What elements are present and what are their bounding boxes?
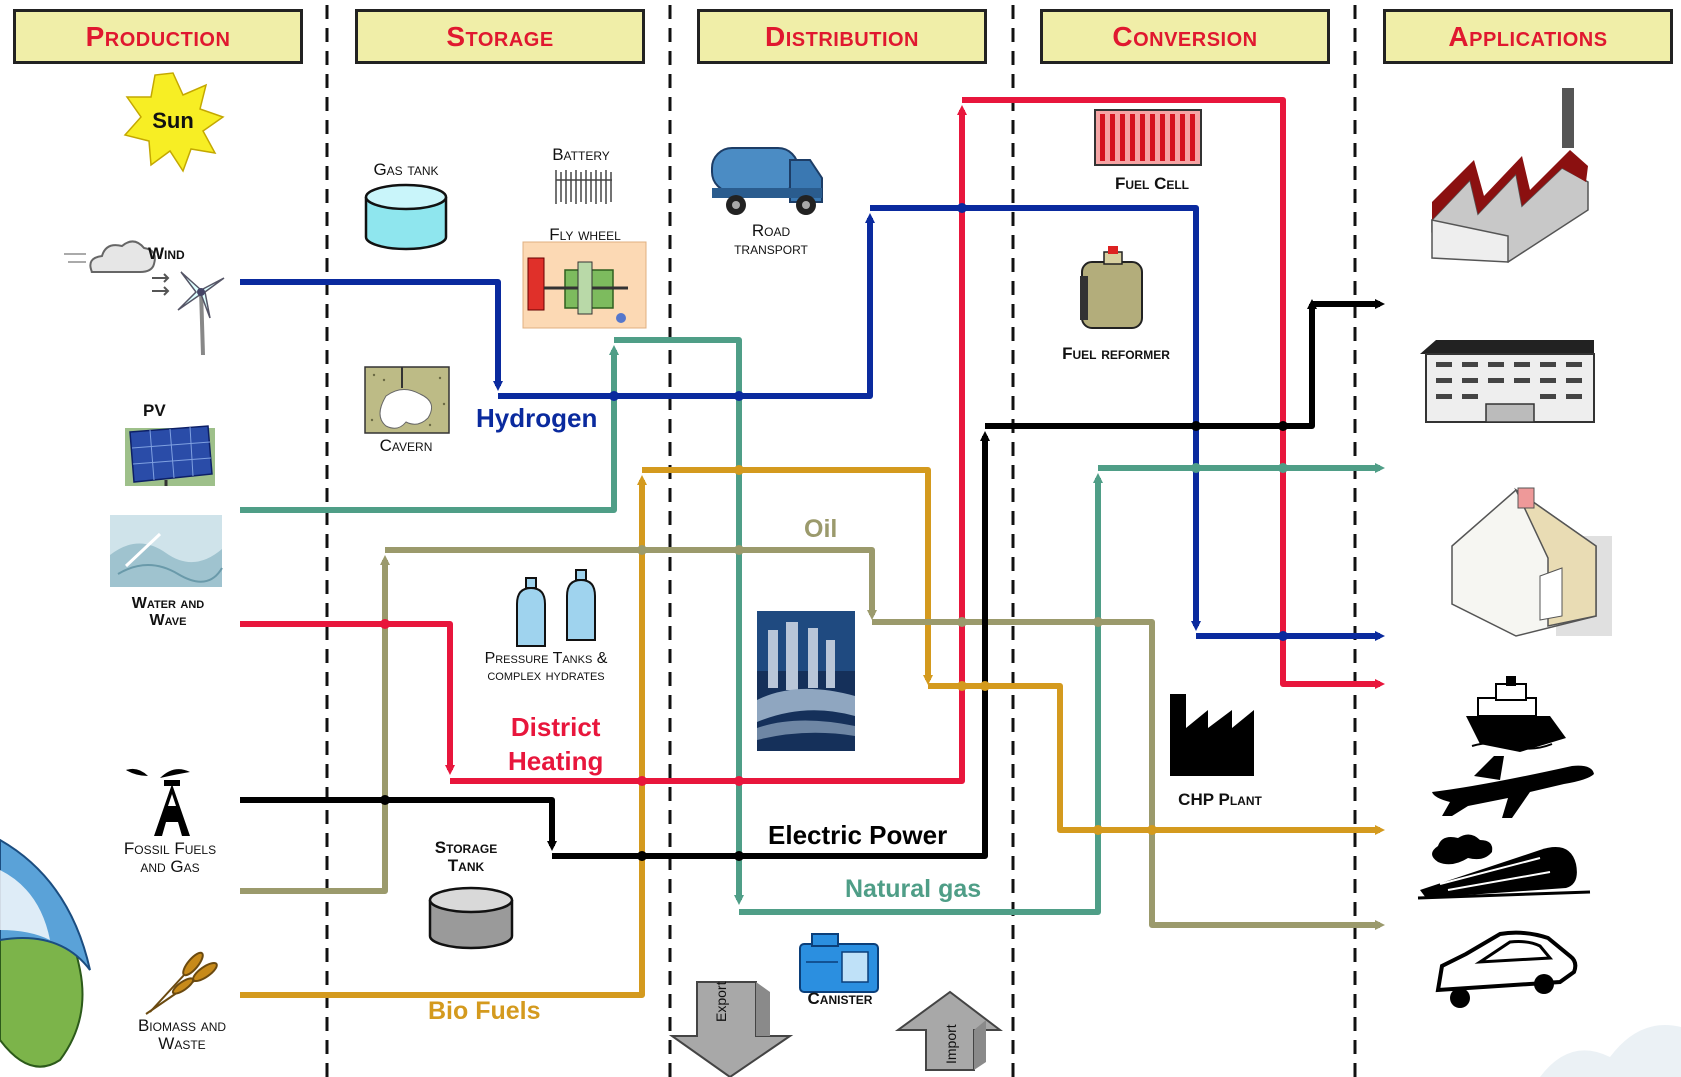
district-heating-flow bbox=[240, 621, 455, 775]
gas-tank-label: Gas tank bbox=[373, 160, 439, 179]
fossil-label-line1: Fossil Fuels bbox=[123, 839, 217, 858]
bio-fuels-to-applications bbox=[928, 683, 1385, 835]
battery-icon bbox=[555, 170, 612, 204]
sun-icon: Sun bbox=[123, 72, 225, 173]
fuel-reformer-icon bbox=[1080, 246, 1143, 329]
storage-tank-label: Storage Tank bbox=[418, 839, 514, 875]
ship-icon bbox=[1466, 676, 1566, 752]
road-transport-label-line1: Road bbox=[751, 221, 791, 240]
wheat-icon bbox=[145, 951, 218, 1015]
column-dividers bbox=[325, 5, 1357, 1077]
airplane-icon bbox=[1432, 756, 1594, 818]
svg-text:Export: Export bbox=[713, 981, 729, 1022]
road-transport-label-line2: transport bbox=[734, 238, 808, 258]
bio-fuels-flow bbox=[240, 475, 647, 998]
electric-power-label: Electric Power bbox=[768, 820, 948, 850]
bio-fuels-label: Bio Fuels bbox=[428, 997, 541, 1025]
fuel-cell-icon bbox=[1094, 109, 1202, 166]
natural-gas-main bbox=[614, 337, 744, 905]
fuel-cell-label: Fuel Cell bbox=[1114, 174, 1190, 193]
pv-panel-icon bbox=[125, 425, 215, 486]
gas-tank-icon bbox=[364, 183, 448, 251]
canister-icon bbox=[799, 933, 879, 993]
district-heating-label: District Heating bbox=[508, 710, 603, 778]
pressure-tanks-label: Pressure Tanks & complex hydrates bbox=[454, 650, 638, 685]
canister-label: Canister bbox=[807, 989, 873, 1008]
storage-tank-label-line1: Storage bbox=[434, 838, 498, 857]
district-heating-label-line1: District bbox=[510, 712, 601, 742]
wind-turbine-icon bbox=[64, 240, 225, 356]
fly-wheel-label: Fly wheel bbox=[549, 225, 621, 244]
natural-gas-flow bbox=[240, 345, 619, 513]
district-heating-label-line2: Heating bbox=[508, 746, 604, 776]
oil-main bbox=[385, 547, 877, 620]
svg-text:Import: Import bbox=[943, 1024, 959, 1064]
hydrogen-label: Hydrogen bbox=[476, 403, 598, 433]
chp-plant-icon bbox=[1170, 694, 1254, 776]
pv-label: PV bbox=[143, 401, 166, 420]
district-heating-main bbox=[450, 105, 967, 784]
water-wave-label: Water and Wave bbox=[108, 595, 228, 630]
svg-text:Sun: Sun bbox=[152, 108, 194, 133]
road-transport-label: Road transport bbox=[716, 222, 826, 258]
header-applications: Applications bbox=[1383, 9, 1673, 64]
cavern-label: Cavern bbox=[379, 436, 433, 455]
pressure-tanks-label-line1: Pressure Tanks & bbox=[484, 650, 608, 667]
oil-label: Oil bbox=[804, 515, 838, 543]
header-production: Production bbox=[13, 9, 303, 64]
storage-tank-label-line2: Tank bbox=[447, 855, 485, 875]
header-conversion: Conversion bbox=[1040, 9, 1330, 64]
water-wave-label-line2: Wave bbox=[149, 611, 187, 629]
electric-power-to-applications bbox=[985, 299, 1317, 429]
map-decoration bbox=[1540, 1025, 1681, 1077]
biomass-label-line1: Biomass and bbox=[137, 1016, 227, 1035]
hydrogen-to-applications bbox=[870, 205, 1201, 631]
wind-label: Wind bbox=[148, 244, 185, 263]
house-icon bbox=[1451, 487, 1612, 637]
oil-flow bbox=[240, 555, 390, 894]
header-distribution: Distribution bbox=[697, 9, 987, 64]
refinery-photo bbox=[757, 611, 855, 751]
pressure-tanks-icon bbox=[516, 569, 596, 647]
import-arrow-icon: Import bbox=[894, 990, 1003, 1071]
fuel-reformer-label: Fuel reformer bbox=[1062, 344, 1170, 363]
flywheel-icon bbox=[522, 241, 647, 329]
water-wave-icon bbox=[110, 515, 223, 587]
oil-derrick-icon bbox=[126, 768, 190, 836]
header-storage: Storage bbox=[355, 9, 645, 64]
hydrogen-main bbox=[498, 213, 875, 399]
water-wave-label-line1: Water and bbox=[131, 595, 205, 612]
car-icon bbox=[1435, 930, 1578, 1008]
office-building-icon bbox=[1420, 340, 1595, 423]
fossil-label-line2: and Gas bbox=[140, 856, 200, 876]
train-icon bbox=[1417, 834, 1591, 900]
electric-power-main bbox=[552, 431, 990, 859]
natural-gas-label: Natural gas bbox=[845, 875, 982, 903]
tanker-truck-icon bbox=[711, 147, 823, 215]
storage-tank-icon bbox=[428, 886, 514, 950]
oil-to-applications bbox=[872, 619, 1385, 930]
district-heating-to-applications bbox=[962, 97, 1385, 689]
electric-power-flow bbox=[240, 797, 557, 851]
chp-plant-label: CHP Plant bbox=[1178, 790, 1262, 809]
biomass-label: Biomass and Waste bbox=[112, 1017, 252, 1053]
battery-label: Battery bbox=[552, 145, 610, 164]
export-arrow-icon: Export bbox=[668, 981, 794, 1077]
fossil-label: Fossil Fuels and Gas bbox=[100, 840, 240, 876]
factory-icon bbox=[1431, 88, 1589, 263]
biomass-label-line2: Waste bbox=[158, 1033, 206, 1053]
hydrogen-flow bbox=[240, 279, 503, 391]
cavern-icon bbox=[364, 366, 450, 434]
logo-swoosh bbox=[0, 838, 91, 1068]
pressure-tanks-label-line2: complex hydrates bbox=[487, 666, 605, 684]
junction-dots bbox=[380, 203, 1288, 861]
